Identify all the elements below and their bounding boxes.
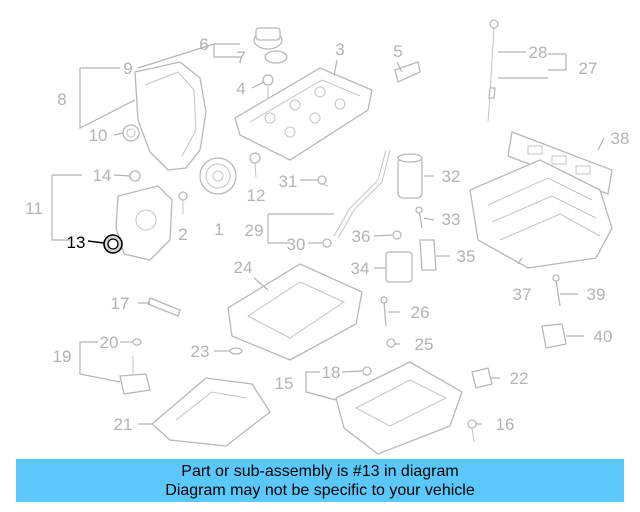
callout-28: 28 xyxy=(529,43,548,62)
callout-16: 16 xyxy=(496,415,515,434)
callout-11: 11 xyxy=(25,199,43,218)
callout-14: 14 xyxy=(93,166,112,185)
callout-39: 39 xyxy=(587,285,606,304)
callout-13[interactable]: 13 xyxy=(67,233,86,252)
callout-24: 24 xyxy=(234,258,253,277)
part-13-seal[interactable] xyxy=(103,234,123,254)
callout-37: 37 xyxy=(513,285,532,304)
callout-6: 6 xyxy=(199,35,208,54)
callout-1: 1 xyxy=(214,220,223,239)
callout-23: 23 xyxy=(191,342,210,361)
callout-2: 2 xyxy=(178,225,187,244)
leader-13 xyxy=(87,240,105,244)
leader-lines xyxy=(51,43,605,425)
callout-21: 21 xyxy=(114,415,133,434)
callout-30: 30 xyxy=(287,235,306,254)
callout-32: 32 xyxy=(442,167,461,186)
callout-9: 9 xyxy=(123,59,132,78)
callout-27: 27 xyxy=(579,59,598,78)
info-banner: Part or sub-assembly is #13 in diagram D… xyxy=(16,459,624,502)
callout-36: 36 xyxy=(352,227,371,246)
callout-15: 15 xyxy=(275,374,294,393)
parts-diagram: 1 2 3 4 5 6 7 8 9 10 11 12 13 14 15 16 1… xyxy=(25,19,629,455)
callout-18: 18 xyxy=(322,363,341,382)
callout-numbers: 1 2 3 4 5 6 7 8 9 10 11 12 13 14 15 16 1… xyxy=(25,35,629,434)
callout-12: 12 xyxy=(247,186,266,205)
callout-4: 4 xyxy=(236,79,245,98)
callout-38: 38 xyxy=(611,129,630,148)
callout-17: 17 xyxy=(111,294,130,313)
callout-7: 7 xyxy=(236,48,245,67)
callout-40: 40 xyxy=(594,327,613,346)
callout-26: 26 xyxy=(411,303,430,322)
banner-line-1: Part or sub-assembly is #13 in diagram xyxy=(181,462,459,480)
callout-33: 33 xyxy=(442,210,461,229)
callout-22: 22 xyxy=(510,369,529,388)
callout-35: 35 xyxy=(457,247,476,266)
callout-34: 34 xyxy=(351,259,370,278)
banner-line-2: Diagram may not be specific to your vehi… xyxy=(165,481,475,499)
callout-20: 20 xyxy=(100,333,119,352)
callout-8: 8 xyxy=(57,90,66,109)
callout-3: 3 xyxy=(335,40,344,59)
part-drawings xyxy=(103,19,613,455)
callout-25: 25 xyxy=(415,335,434,354)
callout-29: 29 xyxy=(245,221,264,240)
callout-10: 10 xyxy=(89,126,108,145)
callout-31: 31 xyxy=(279,172,298,191)
callout-5: 5 xyxy=(393,42,402,61)
callout-19: 19 xyxy=(53,347,72,366)
